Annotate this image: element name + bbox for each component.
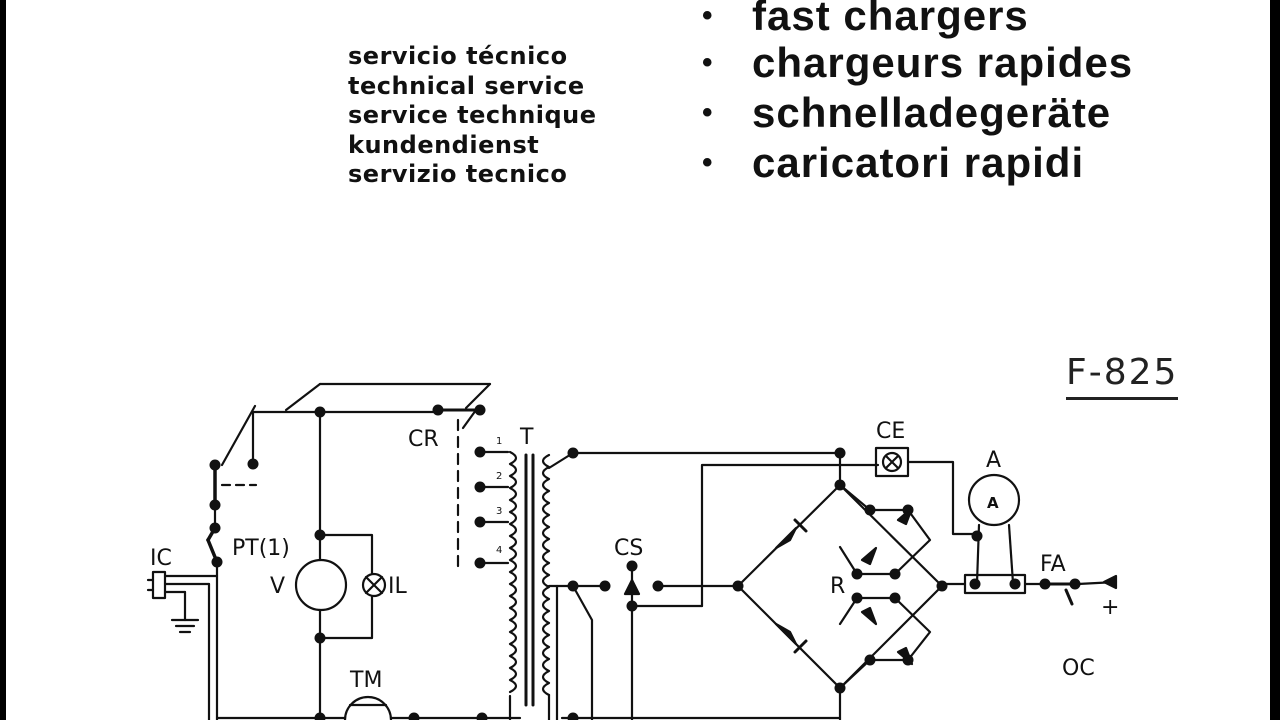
ic-plug — [146, 570, 219, 720]
label-oc: OC — [1062, 656, 1095, 681]
label-tap-1: 1 — [496, 436, 502, 447]
secondary-wiring — [547, 451, 880, 720]
label-a-inner: A — [987, 494, 999, 512]
voltmeter-lamp — [294, 533, 387, 720]
product-title-de: • schnelladegeräte — [702, 88, 1133, 138]
bullet-icon: • — [702, 146, 714, 179]
product-title-fr: • chargeurs rapides — [702, 38, 1133, 88]
service-line-de: kundendienst — [348, 130, 540, 159]
bullet-icon: • — [702, 0, 714, 32]
label-t: T — [519, 425, 534, 450]
cs-switch — [623, 564, 704, 720]
top-wiring — [220, 382, 492, 572]
label-v: V — [270, 574, 285, 599]
label-tap-4: 4 — [496, 545, 502, 556]
product-title-text: schnelladegeräte — [752, 89, 1112, 136]
model-number: F-825 — [1066, 352, 1179, 400]
label-tm: TM — [349, 668, 382, 693]
tm-timer — [215, 695, 522, 720]
service-line-it: servizio tecnico — [348, 160, 568, 188]
service-label-block: servicio técnico technical service servi… — [348, 42, 597, 190]
product-title-list: • fast chargers • chargeurs rapides • sc… — [702, 0, 1133, 188]
label-pt: PT(1) — [232, 536, 290, 561]
label-fa: FA — [1040, 552, 1066, 577]
label-cr: CR — [408, 427, 439, 452]
label-tap-2: 2 — [496, 471, 502, 482]
label-plus: + — [1101, 595, 1119, 620]
product-title-text: caricatori rapidi — [752, 139, 1085, 186]
label-ic: IC — [150, 546, 172, 571]
label-cs: CS — [614, 536, 643, 561]
product-title-en: • fast chargers — [702, 0, 1133, 39]
product-title-text: chargeurs rapides — [752, 39, 1134, 86]
label-r: R — [830, 574, 845, 599]
bullet-icon: • — [702, 46, 714, 79]
label-il: IL — [388, 574, 407, 599]
junction-dots — [209, 404, 1081, 720]
bullet-icon: • — [702, 96, 714, 129]
product-title-it: • caricatori rapidi — [702, 138, 1133, 188]
label-tap-3: 3 — [496, 506, 502, 517]
transformer — [478, 450, 551, 720]
service-line-en: technical service — [348, 71, 585, 100]
schematic-labels: CR T CE A A PT(1) IC V IL CS R FA + TM O… — [150, 419, 1119, 693]
label-a: A — [986, 448, 1001, 473]
service-line-fr: service technique — [348, 101, 597, 129]
service-line-es: servicio técnico — [348, 42, 568, 70]
label-ce: CE — [876, 419, 905, 444]
product-title-text: fast chargers — [752, 0, 1029, 39]
